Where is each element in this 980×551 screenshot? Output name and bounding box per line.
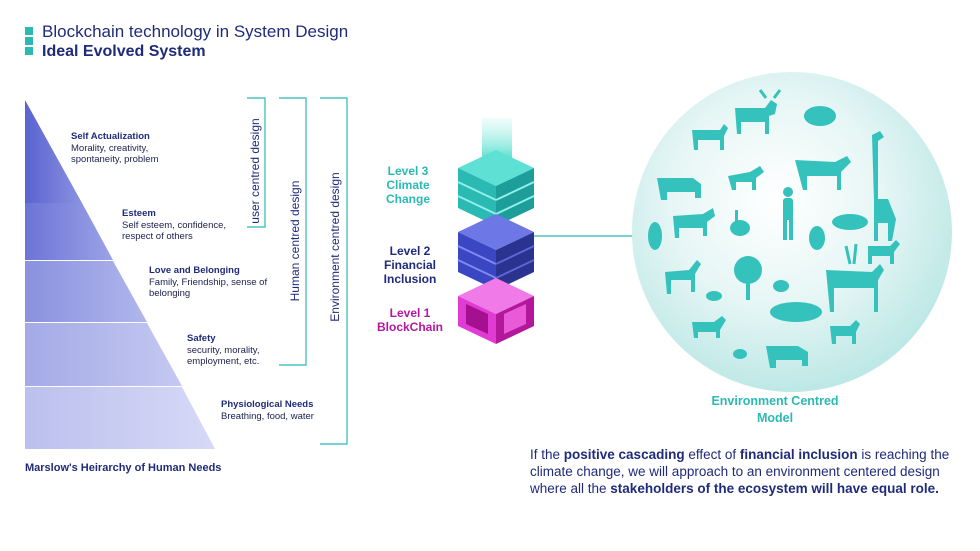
animal-silhouettes [648, 89, 900, 368]
human-centred-label: Human centred design [288, 180, 302, 302]
level-3-label: Level 3 Climate Change [370, 164, 446, 206]
page-title: Blockchain technology in System Design [42, 22, 349, 41]
pyramid-label-love: Love and Belonging Family, Friendship, s… [149, 265, 279, 300]
environment-centred-label: Environment centred design [328, 172, 342, 322]
level-2-label: Level 2 Financial Inclusion [370, 244, 450, 286]
para-text: effect of [684, 447, 740, 462]
para-text: is reaching the climate change, we will … [530, 447, 950, 496]
summary-paragraph: If the positive cascading effect of fina… [530, 446, 950, 497]
environment-caption: Environment Centred Model [711, 394, 839, 425]
pyramid-label-safety: Safety security, morality, employment, e… [187, 333, 275, 368]
human-bracket [279, 97, 307, 366]
level-desc: security, morality, employment, etc. [187, 344, 260, 368]
level-2-cube [457, 214, 535, 290]
level-1-text: BlockChain [376, 320, 443, 334]
page-subtitle: Ideal Evolved System [42, 43, 206, 60]
level-title: Self Actualization [71, 131, 150, 142]
level-title: Esteem [122, 208, 156, 219]
pyramid-layer-3 [25, 261, 147, 322]
header-marker [25, 37, 33, 45]
level-1-name: Level 1 [389, 306, 431, 320]
para-text: If the [530, 447, 564, 462]
para-bold: financial inclusion [739, 447, 858, 462]
header-marker [25, 47, 33, 55]
user-bracket [247, 97, 266, 228]
pyramid-layer-4 [25, 323, 182, 386]
level-1-cube [458, 278, 534, 344]
pyramid-layer-5 [25, 387, 215, 449]
para-bold: positive cascading [563, 447, 685, 462]
level-title: Love and Belonging [149, 265, 240, 276]
pyramid-layer-2 [25, 203, 113, 260]
level-2-text: Financial Inclusion [383, 258, 437, 286]
level-desc: Breathing, food, water [221, 410, 314, 422]
level-desc: Family, Friendship, sense of belonging [149, 276, 268, 300]
level-1-label: Level 1 BlockChain [370, 306, 450, 334]
level-3-cube [457, 150, 535, 226]
pyramid-label-esteem: Esteem Self esteem, confidence, respect … [122, 208, 240, 243]
header-marker [25, 27, 33, 35]
level-3-name: Level 3 [387, 164, 429, 178]
level-3-text: Climate Change [385, 178, 430, 206]
pyramid-caption: Marslow's Heirarchy of Human Needs [25, 462, 222, 474]
level-desc: Morality, creativity, spontaneity, probl… [71, 142, 159, 166]
environment-bracket [320, 97, 348, 445]
level-2-name: Level 2 [389, 244, 431, 258]
pyramid-label-self-actualization: Self Actualization Morality, creativity,… [71, 131, 181, 166]
level-desc: Self esteem, confidence, respect of othe… [122, 219, 227, 243]
level-title: Safety [187, 333, 216, 344]
level-title: Physiological Needs [221, 399, 314, 410]
user-centred-label: user centred design [248, 118, 262, 224]
pyramid-layer-1 [25, 100, 82, 203]
para-bold: stakeholders of the ecosystem will have … [610, 481, 939, 496]
pyramid-label-physiological: Physiological Needs Breathing, food, wat… [221, 399, 331, 422]
